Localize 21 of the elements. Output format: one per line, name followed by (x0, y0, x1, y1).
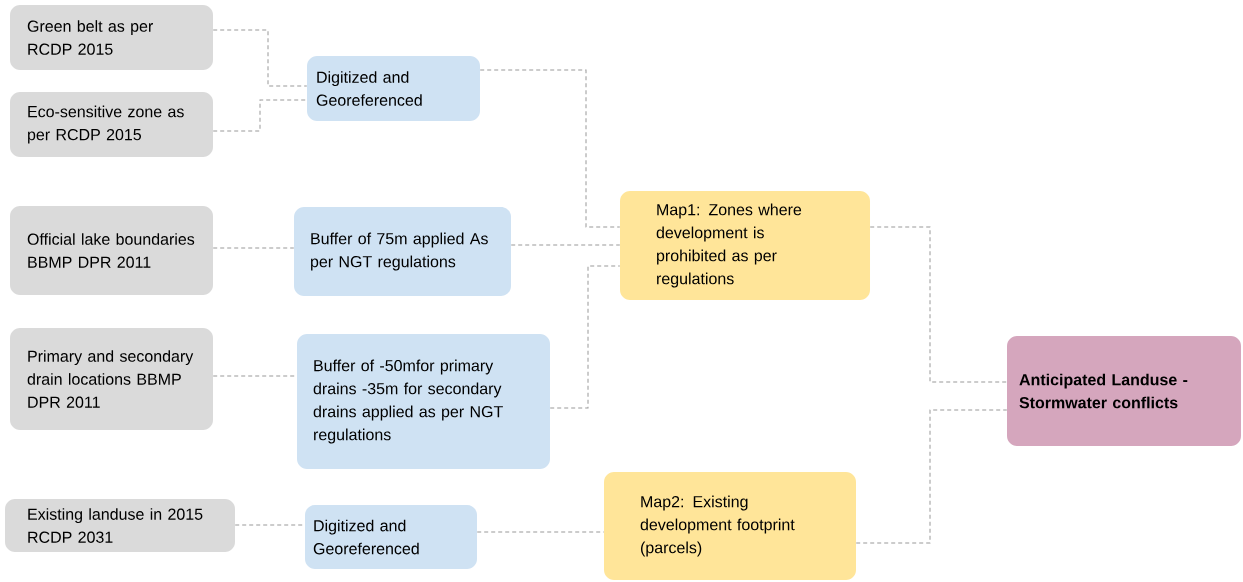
connector (476, 531, 605, 533)
connector (549, 265, 621, 409)
process-box: Buffer of 75m applied As per NGT regulations (294, 207, 511, 296)
connector (479, 69, 621, 228)
process-box: Digitized and Georeferenced (307, 56, 480, 121)
source-box: Primary and secondary drain locations BBMP DPR 2011 (10, 328, 213, 430)
connector (212, 99, 308, 132)
connector (855, 409, 1008, 544)
source-box: Green belt as per RCDP 2015 (10, 5, 213, 70)
connector (212, 247, 295, 249)
source-box: Eco-sensitive zone as per RCDP 2015 (10, 92, 213, 157)
source-box: Existing landuse in 2015 RCDP 2031 (5, 499, 235, 552)
source-box: Official lake boundaries BBMP DPR 2011 (10, 206, 213, 295)
map-box: Map1: Zones where development is prohibited as per regulations (620, 191, 870, 300)
process-box: Digitized and Georeferenced (305, 505, 477, 569)
result-box: Anticipated Landuse - Stormwater conflicts (1007, 336, 1241, 446)
map-box: Map2: Existing development footprint (parcels) (604, 472, 856, 580)
connector (869, 226, 1008, 383)
connector (212, 29, 308, 87)
connector (510, 244, 621, 246)
process-box: Buffer of -50mfor primary drains -35m for secondary drains applied as per NGT regulations (297, 334, 550, 469)
